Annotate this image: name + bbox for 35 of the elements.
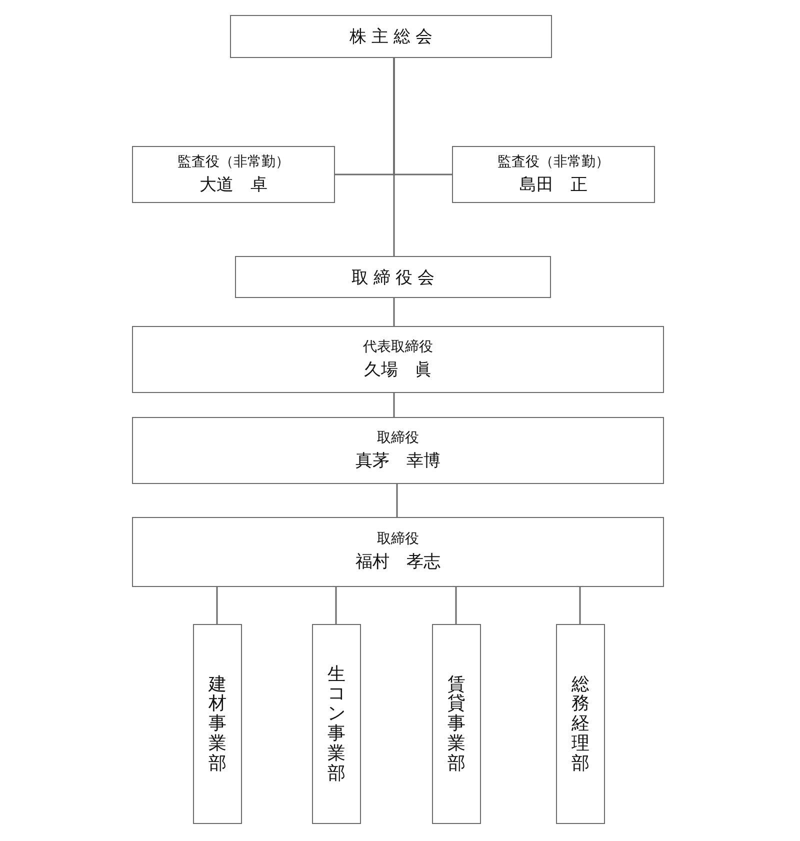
- department-label: 生コン事業部: [328, 664, 346, 784]
- connector-line: [216, 587, 218, 624]
- role-label: 取締役: [377, 429, 419, 448]
- org-box: [132, 146, 335, 203]
- department-label: 総務経理部: [572, 674, 590, 774]
- name-label: 福村 孝志: [356, 551, 440, 573]
- org-box: [132, 417, 664, 484]
- connector-line: [393, 393, 395, 417]
- role-label: 監査役（非常勤）: [178, 154, 290, 172]
- department-label: 建材事業部: [208, 674, 226, 774]
- role-label: 取締役: [377, 530, 419, 549]
- org-box: [132, 326, 664, 393]
- org-box: [230, 15, 552, 58]
- org-box: [132, 517, 664, 587]
- role-label: 代表取締役: [363, 338, 433, 356]
- connector-line: [396, 484, 398, 517]
- connector-line: [455, 587, 457, 624]
- body-label: 取締役会: [350, 266, 440, 288]
- org-box: [235, 256, 551, 298]
- connector-line: [579, 587, 581, 624]
- role-label: 監査役（非常勤）: [498, 154, 610, 172]
- connector-line: [393, 58, 395, 256]
- name-label: 大道 卓: [200, 174, 268, 196]
- department-box: [556, 624, 605, 824]
- department-label: 賃貸事業部: [448, 674, 466, 774]
- name-label: 島田 正: [520, 174, 588, 196]
- department-box: [193, 624, 242, 824]
- body-label: 株主総会: [348, 26, 438, 48]
- connector-line: [335, 587, 337, 624]
- org-box: [452, 146, 655, 203]
- name-label: 久場 眞: [364, 358, 432, 380]
- department-box: [312, 624, 361, 824]
- name-label: 真茅 幸博: [356, 450, 440, 472]
- connector-line: [393, 298, 395, 326]
- department-box: [432, 624, 481, 824]
